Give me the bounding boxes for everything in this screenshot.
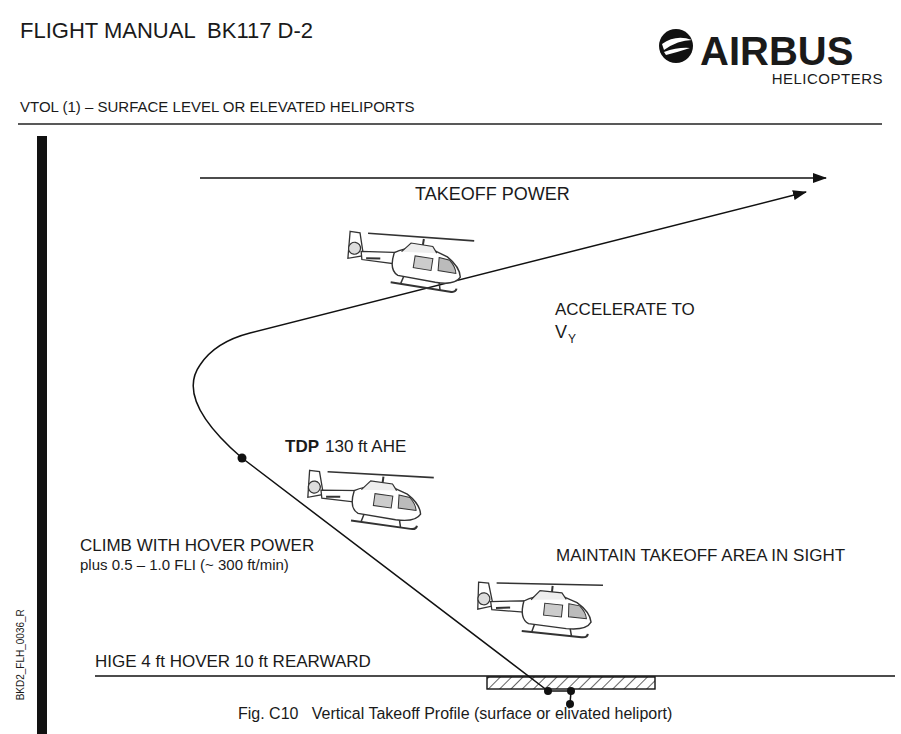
tdp-label: TDP: [285, 437, 319, 457]
tdp-height: 130 ft AHE: [325, 437, 406, 457]
sight-note: MAINTAIN TAKEOFF AREA IN SIGHT: [556, 546, 845, 566]
power-label: TAKEOFF POWER: [415, 184, 570, 205]
manual-title: FLIGHT MANUAL BK117 D-2: [20, 18, 313, 43]
climb-note: plus 0.5 – 1.0 FLI (~ 300 ft/min): [80, 556, 289, 573]
hover-note: HIGE 4 ft HOVER 10 ft REARWARD: [95, 652, 371, 672]
speed-subscript: Y: [568, 333, 576, 347]
section-heading: VTOL (1) – SURFACE LEVEL OR ELEVATED HEL…: [20, 98, 415, 115]
climb-note: CLIMB WITH HOVER POWER: [80, 536, 314, 556]
logo-wordmark: AIRBUS: [700, 28, 853, 74]
speed-symbol: V: [555, 322, 567, 343]
phase-label: ACCELERATE TO: [555, 300, 695, 320]
drawing-id: BKD2_FLH_0036_R: [14, 609, 26, 700]
figure-caption: Fig. C10 Vertical Takeoff Profile (surfa…: [238, 705, 672, 723]
logo-subtitle: HELICOPTERS: [772, 70, 883, 87]
